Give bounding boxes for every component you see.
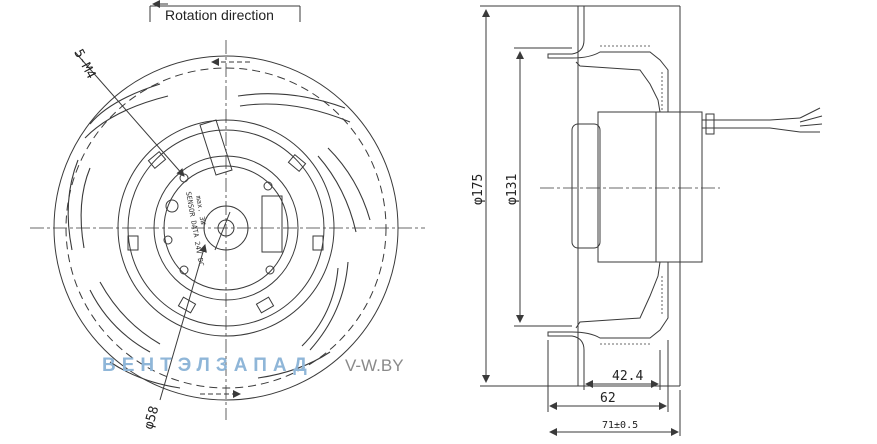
- dim-outer-diameter: φ175: [471, 5, 578, 387]
- cable-guide: [199, 119, 233, 176]
- dia-outer-label: φ175: [471, 174, 486, 205]
- watermark: ВЕНТЭЛЗАПАД V-W.BY: [102, 355, 404, 376]
- label-plate: [261, 195, 283, 253]
- motor-housing: [597, 111, 703, 263]
- hub-clips: [127, 150, 324, 314]
- shroud-hatch: [600, 45, 663, 345]
- depth-label-2: 62: [600, 391, 616, 406]
- rotation-callout: Rotation direction: [149, 0, 301, 23]
- inlet-ring-top: [547, 5, 669, 113]
- dim-depths: 42.4 62 71±0.5: [547, 340, 681, 436]
- center-lines: [30, 40, 425, 420]
- holes-label: 5-M4: [70, 47, 98, 82]
- dia-inner-label: φ131: [505, 174, 520, 205]
- dim-inner-diameter: φ131: [505, 47, 572, 327]
- watermark-site: V-W.BY: [345, 356, 404, 375]
- inlet-ring-bottom: [547, 261, 669, 387]
- cable: [702, 107, 823, 135]
- bore-label: φ58: [141, 404, 162, 431]
- side-view: φ175 φ131 42.4 62 71±0.5: [471, 5, 823, 436]
- flow-arrows: [200, 58, 250, 398]
- impeller-blades: [67, 83, 371, 389]
- depth-label-1: 42.4: [612, 369, 643, 384]
- bore-callout: φ58: [141, 211, 231, 431]
- watermark-brand: ВЕНТЭЛЗАПАД: [102, 355, 313, 376]
- rotation-label: Rotation direction: [165, 7, 274, 23]
- motor-rotor: [571, 123, 601, 249]
- ground-symbol: [165, 199, 179, 213]
- depth-label-3: 71±0.5: [602, 420, 638, 431]
